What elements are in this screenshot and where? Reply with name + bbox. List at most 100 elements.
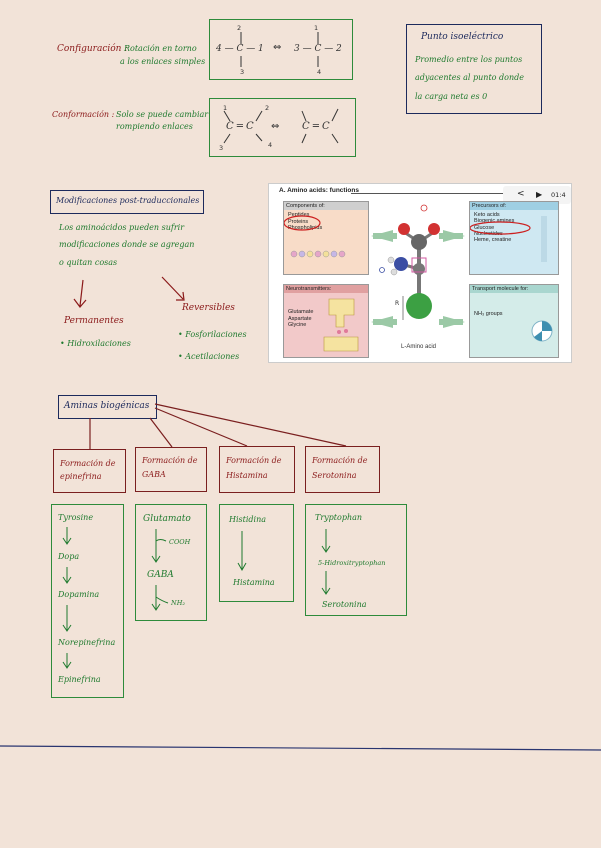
- isoelectric-box: Punto isoeléctrico Promedio entre los pu…: [406, 24, 542, 114]
- header-gaba-label: Formación de GABA: [142, 456, 198, 479]
- neuro-item-3: Glycine: [288, 322, 307, 328]
- header-histamine-label: Formación de Histamina: [226, 456, 282, 480]
- configuration-desc-line1: Rotación en torno: [124, 44, 197, 53]
- pathway-gaba: Glutamato COOH GABA NH₂: [135, 504, 207, 621]
- serotonin-arrows: [321, 529, 331, 595]
- reversible-item-2: • Acetilaciones: [178, 352, 240, 361]
- config-bond-lines: [240, 32, 319, 67]
- conformation-label: Conformación :: [52, 110, 115, 119]
- modifications-title: Modificaciones post-traduccionales: [56, 196, 200, 205]
- panel-neurotransmitters: Neurotransmitters: Glutamate Aspartate G…: [283, 284, 369, 358]
- gaba-arrows: [151, 529, 169, 611]
- config-equivalence: ⇔: [273, 42, 282, 53]
- header-serotonin: Formación de Serotonina: [305, 446, 380, 493]
- panel-precursors-header: Precursors of:: [470, 202, 558, 210]
- amino-acid-functions-figure: A. Amino acids: functions < ▶ 01:4 Compo…: [268, 183, 572, 363]
- pathway-histamine: Histidina Histamina: [219, 504, 294, 602]
- neuro-item-1: Glutamate: [288, 309, 314, 315]
- r-group-label: R: [395, 300, 400, 307]
- panel-components: Components of: Peptides Proteins Phospho…: [283, 201, 369, 275]
- components-item-1: Peptides: [288, 212, 310, 218]
- epinephrine-step-4: Norepinefrina: [58, 638, 116, 647]
- config-left-formula: 4 — C — 1: [216, 44, 264, 54]
- pathway-serotonin: Tryptophan 5-Hidroxitryptophan Serotonin…: [305, 504, 407, 616]
- components-item-2: Proteins: [288, 218, 309, 225]
- histamine-step-2: Histamina: [233, 578, 275, 587]
- precursors-item-3: Glucose: [474, 224, 495, 231]
- conform-num-1: 1: [223, 104, 228, 112]
- epinephrine-step-3: Dopamina: [58, 590, 100, 599]
- conform-num-2: 2: [265, 104, 270, 112]
- reversible-item-1: • Fosforilaciones: [178, 330, 247, 339]
- conform-num-4: 4: [268, 141, 273, 149]
- gaba-step-2: GABA: [147, 570, 174, 580]
- header-epinephrine: Formación de epinefrina: [53, 449, 126, 493]
- modifications-title-box: Modificaciones post-traduccionales: [50, 190, 204, 214]
- histamine-arrows: [237, 531, 247, 572]
- precursors-highlight: [470, 216, 547, 262]
- central-molecule: [371, 204, 465, 328]
- components-beads: [284, 215, 346, 258]
- histamine-step-1: Histidina: [229, 515, 267, 524]
- precursors-item-1: Keto acids: [474, 212, 500, 218]
- figure-heading: A. Amino acids: functions: [279, 187, 359, 194]
- back-icon[interactable]: <: [517, 189, 525, 199]
- gaba-step-1: Glutamato: [143, 514, 191, 524]
- conform-right-formula: C ═ C: [302, 121, 330, 132]
- reversible-label: Reversibles: [182, 303, 235, 313]
- isoelectric-line-1: Promedio entre los puntos: [415, 55, 523, 64]
- conformation-desc-line2: rompiendo enlaces: [116, 122, 193, 131]
- play-icon[interactable]: ▶: [536, 190, 543, 199]
- conform-bond-lines: [223, 108, 339, 144]
- center-caption: L-Amino acid: [401, 344, 437, 350]
- isoelectric-line-3: la carga neta es 0: [415, 92, 488, 101]
- modifications-line-2: modificaciones donde se agregan: [59, 240, 195, 249]
- conformation-desc-line1: Solo se puede cambiar: [116, 110, 209, 119]
- precursors-item-2: Biogenic amines: [474, 218, 515, 225]
- isoelectric-line-2: adyacentes al punto donde: [415, 73, 524, 82]
- biogenic-title: Aminas biogénicas: [64, 401, 150, 411]
- gaba-byproduct-1: COOH: [169, 538, 191, 546]
- permanent-label: Permanentes: [64, 316, 124, 326]
- biogenic-title-box: Aminas biogénicas: [58, 395, 157, 419]
- neuro-synapse-icon: [323, 298, 359, 352]
- serotonin-step-2: 5-Hidroxitryptophan: [318, 559, 386, 567]
- video-time: 01:4: [551, 191, 566, 199]
- config-right-formula: 3 — C — 2: [294, 44, 342, 54]
- configuration-label: Configuración :: [57, 44, 128, 54]
- configuration-formula-box: 4 — C — 1 2 3 ⇔ 3 — C — 2 1 4: [209, 19, 353, 80]
- config-right-bottom: 4: [317, 68, 322, 76]
- conformation-formula-box: C ═ C ⇔ C ═ C 1 2 3 4: [209, 98, 356, 157]
- panel-transport: Transport molecule for: NH₃ groups: [469, 284, 559, 358]
- epinephrine-step-5: Epinefrina: [58, 675, 101, 684]
- config-left-bottom: 3: [240, 68, 245, 76]
- transport-pie-icon: [531, 320, 553, 342]
- pathway-epinephrine: Tyrosine Dopa Dopamina Norepinefrina Epi…: [51, 504, 124, 698]
- epinephrine-arrows: [62, 527, 72, 669]
- isoelectric-title: Punto isoeléctrico: [421, 32, 504, 42]
- header-serotonin-label: Formación de Serotonina: [312, 456, 368, 480]
- panel-precursors: Precursors of: Keto acids Biogenic amine…: [469, 201, 559, 275]
- serotonin-step-1: Tryptophan: [315, 513, 363, 522]
- panel-transport-header: Transport molecule for:: [470, 285, 558, 293]
- config-left-top: 2: [237, 24, 242, 32]
- conform-equivalence: ⇔: [271, 121, 280, 132]
- neuro-item-2: Aspartate: [288, 315, 312, 322]
- components-item-3: Phospholipids: [288, 225, 323, 231]
- config-right-top: 1: [314, 24, 319, 32]
- precursors-item-5: Heme, creatine: [474, 237, 512, 244]
- conform-left-formula: C ═ C: [226, 121, 254, 132]
- epinephrine-step-2: Dopa: [58, 552, 80, 561]
- header-epinephrine-label: Formación de epinefrina: [60, 459, 116, 481]
- transport-item: NH₃ groups: [474, 311, 503, 317]
- configuration-desc-line2: a los enlaces simples: [120, 57, 206, 66]
- modifications-line-3: o quitan cosas: [59, 258, 118, 267]
- header-histamine: Formación de Histamina: [219, 446, 295, 493]
- video-controls[interactable]: < ▶ 01:4: [503, 186, 571, 204]
- panel-neuro-header: Neurotransmitters:: [284, 285, 368, 293]
- permanent-item-1: • Hidroxilaciones: [60, 339, 131, 348]
- epinephrine-step-1: Tyrosine: [58, 513, 94, 522]
- panel-components-header: Components of:: [284, 202, 368, 210]
- figure-heading-rule: [351, 193, 505, 194]
- header-gaba: Formación de GABA: [135, 447, 207, 492]
